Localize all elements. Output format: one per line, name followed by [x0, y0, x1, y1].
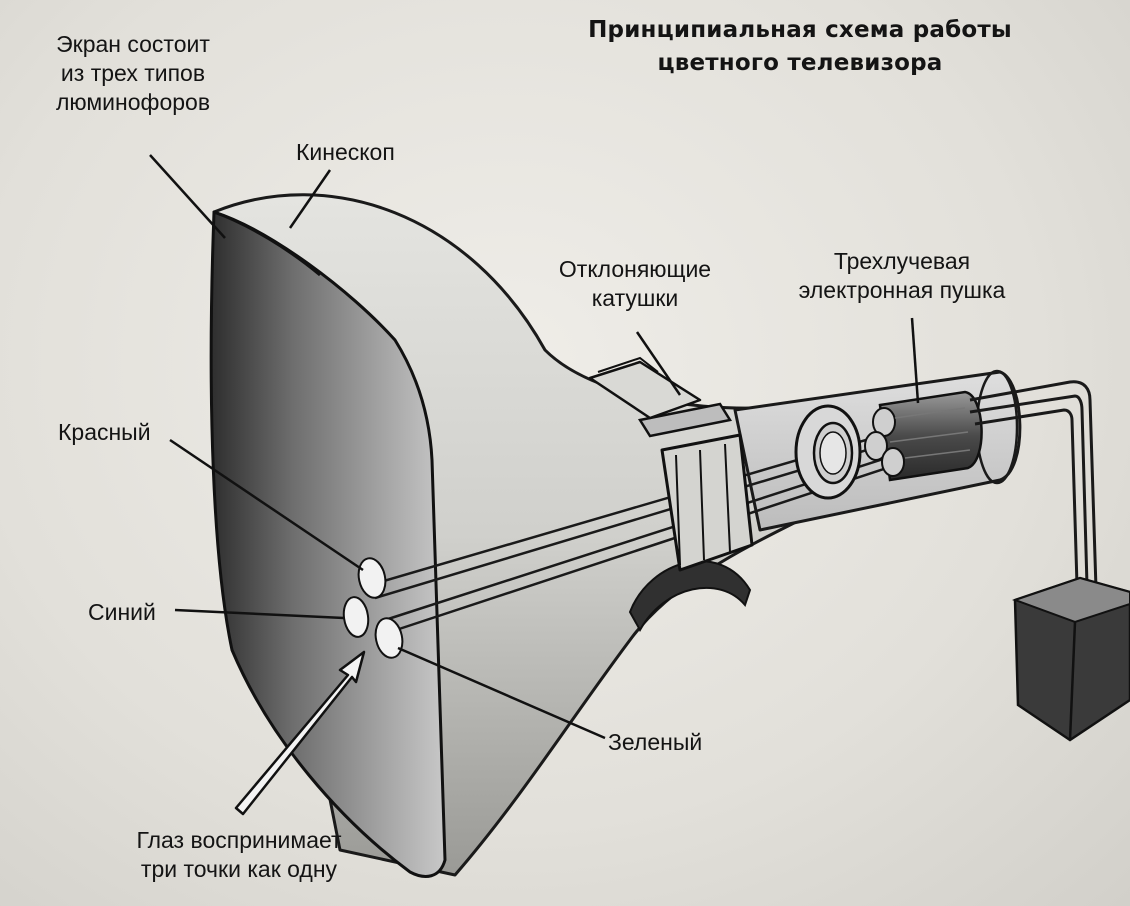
- electron-gun: [864, 390, 983, 482]
- eye-label: Глаз воспринимает три точки как одну: [104, 826, 374, 884]
- blue-phosphor-dot: [342, 596, 370, 638]
- screen-face: [209, 210, 447, 878]
- red-phosphor-dot: [357, 557, 387, 599]
- gun-label-line-1: Трехлучевая: [833, 248, 971, 274]
- gun-label: Трехлучевая электронная пушка: [762, 247, 1042, 305]
- title-line-2: цветного телевизора: [657, 50, 943, 76]
- leader-lines: [149, 154, 920, 740]
- eye-label-line-2: три точки как одну: [140, 856, 338, 882]
- diagram-title: Принципиальная схема работы цветного тел…: [560, 14, 1040, 80]
- coils-label-line-1: Отклоняющие: [558, 256, 712, 282]
- screen-label-line-1: Экран состоит: [56, 31, 210, 57]
- red-label: Красный: [58, 419, 151, 445]
- gun-label-line-2: электронная пушка: [798, 277, 1006, 303]
- deflecting-coils: [588, 356, 754, 633]
- coils-label: Отклоняющие катушки: [530, 255, 740, 313]
- screen-label-line-3: люминофоров: [55, 89, 211, 115]
- screen-label: Экран состоит из трех типов люминофоров: [28, 30, 238, 117]
- gun-cables: [969, 380, 1099, 621]
- coils-label-line-2: катушки: [591, 285, 679, 311]
- green-phosphor-dot: [374, 617, 404, 659]
- kinescope-label: Кинескоп: [296, 139, 395, 165]
- green-label: Зеленый: [608, 729, 703, 755]
- eye-arrow: [234, 650, 366, 816]
- screen-label-line-2: из трех типов: [60, 60, 206, 86]
- title-line-1: Принципиальная схема работы: [588, 17, 1012, 43]
- eye-label-line-1: Глаз воспринимает: [136, 827, 342, 853]
- focusing-ring: [794, 404, 862, 500]
- blue-label: Синий: [88, 599, 156, 625]
- power-box: [1011, 576, 1130, 742]
